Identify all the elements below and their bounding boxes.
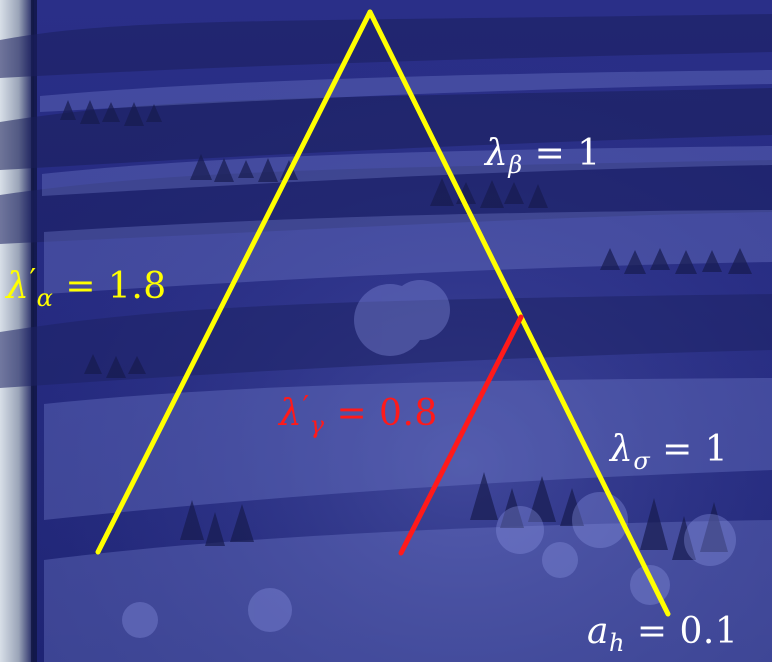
lambda-alpha-prime-subscript: α [36, 284, 54, 312]
lambda-sigma-symbol: λ [610, 429, 634, 470]
lambda-beta-subscript: β [508, 151, 523, 179]
a-h-subscript: h [608, 629, 625, 657]
a-h-value: = 0.1 [636, 611, 739, 652]
right-tree-edge [367, 9, 671, 617]
lambda-sigma-label: λσ = 1 [610, 429, 729, 475]
lambda-alpha-prime-mark: ′ [29, 263, 37, 298]
lambda-alpha-prime-label: λ′α = 1.8 [6, 263, 167, 312]
lambda-gamma-prime-value: = 0.8 [336, 393, 438, 434]
lambda-gamma-prime-subscript: γ [309, 411, 325, 439]
lambda-gamma-prime-symbol: λ [279, 393, 303, 434]
lambda-beta-symbol: λ [485, 133, 509, 174]
lambda-alpha-prime-symbol: λ [6, 266, 30, 307]
left-tree-edge [95, 9, 373, 555]
lambda-beta-value: = 1 [534, 133, 601, 174]
lambda-sigma-value: = 1 [662, 429, 729, 470]
red-branch-edge [398, 314, 524, 556]
lambda-alpha-prime-value: = 1.8 [65, 266, 167, 307]
a-h-symbol: a [587, 611, 609, 652]
lambda-gamma-prime-label: λ′γ = 0.8 [279, 390, 438, 439]
lambda-gamma-prime-mark: ′ [302, 390, 310, 425]
a-h-label: ah = 0.1 [587, 611, 739, 657]
lambda-sigma-subscript: σ [633, 447, 651, 475]
lambda-beta-label: λβ = 1 [485, 133, 601, 179]
